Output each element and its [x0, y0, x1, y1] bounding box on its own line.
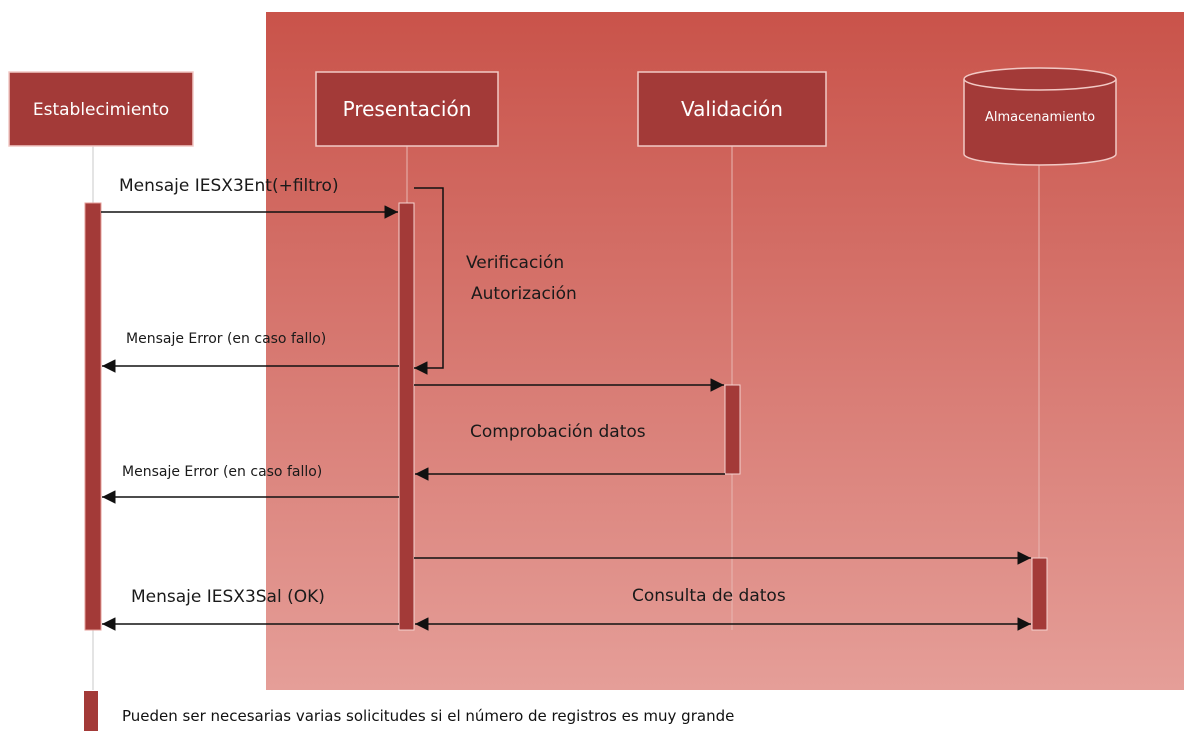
participant-establecimiento-box	[8, 71, 194, 147]
message-consulta-label: Consulta de datos	[632, 586, 786, 606]
message-verificacion-label: Verificación	[466, 253, 564, 273]
participant-presentacion-box	[315, 71, 499, 147]
message-salida-label: Mensaje IESX3Sal (OK)	[131, 587, 325, 607]
activation-establecimiento	[84, 202, 102, 631]
legend-activation-swatch	[84, 691, 98, 731]
participant-almacenamiento-database	[963, 67, 1117, 166]
participant-presentacion-label: Presentación	[343, 97, 472, 121]
participant-almacenamiento-label: Almacenamiento	[985, 110, 1095, 125]
legend-note: Pueden ser necesarias varias solicitudes…	[122, 707, 735, 725]
participant-validacion-box	[637, 71, 827, 147]
message-comprobacion-label: Comprobación datos	[470, 422, 646, 442]
activation-validacion	[724, 384, 741, 475]
message-autorizacion-label: Autorización	[471, 284, 577, 304]
self-message-verificacion	[414, 187, 444, 375]
participant-validacion-label: Validación	[681, 97, 783, 121]
participant-establecimiento-label: Establecimiento	[33, 100, 169, 120]
activation-presentacion	[398, 202, 415, 631]
activation-almacenamiento	[1031, 557, 1048, 631]
message-entrada-label: Mensaje IESX3Ent(+filtro)	[119, 176, 339, 196]
message-error-1-label: Mensaje Error (en caso fallo)	[126, 331, 326, 347]
message-error-2-label: Mensaje Error (en caso fallo)	[122, 464, 322, 480]
